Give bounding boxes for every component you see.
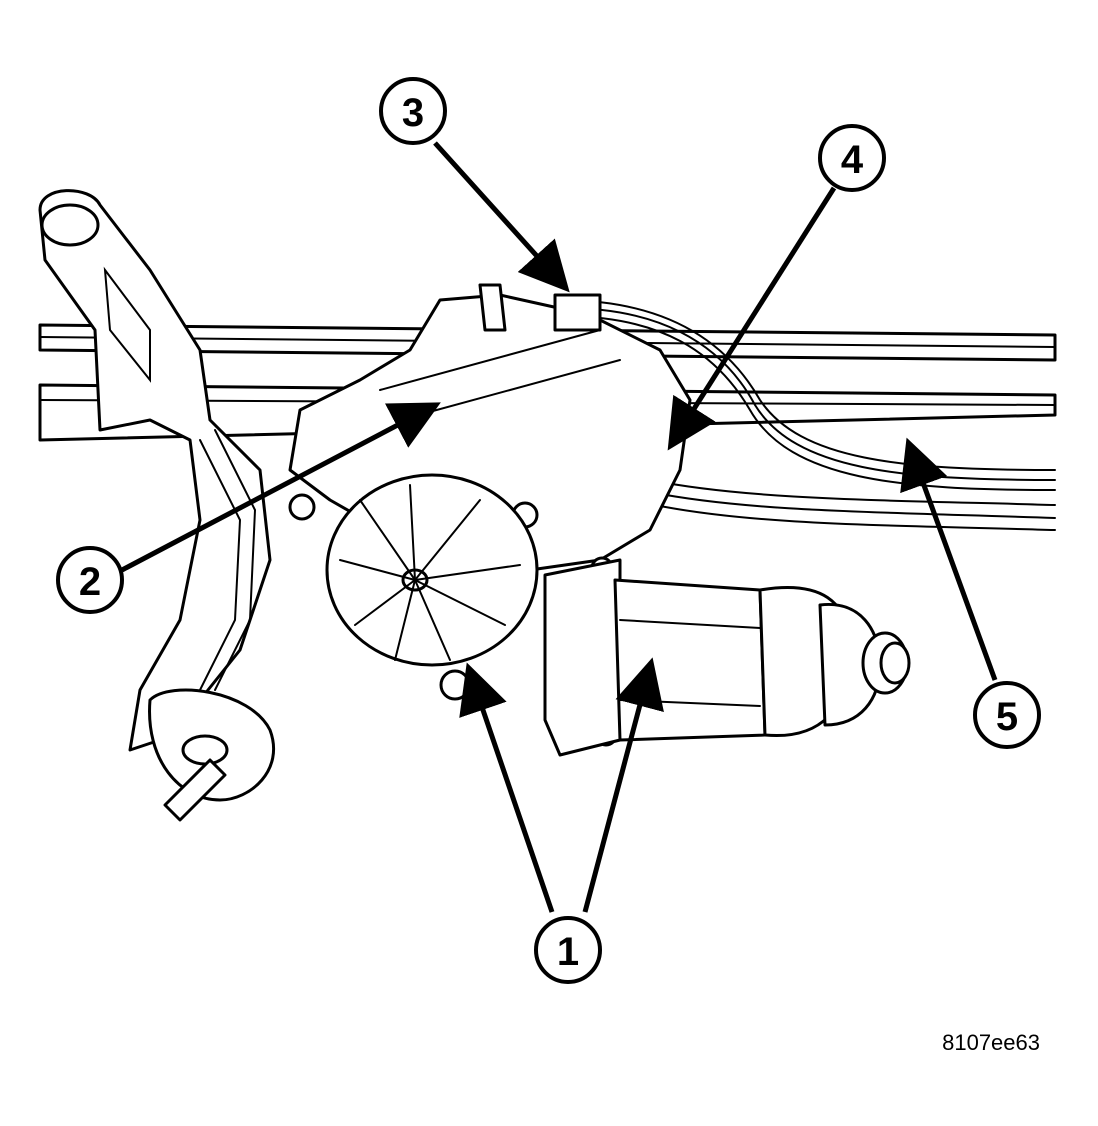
callout-1-label: 1: [557, 930, 579, 974]
leader-4: [667, 186, 837, 451]
callout-5-label: 5: [996, 695, 1018, 739]
callout-3: 3: [379, 77, 447, 145]
leader-1b: [582, 657, 664, 913]
callout-3-label: 3: [402, 91, 424, 135]
leader-lines: [120, 141, 998, 913]
left-bracket: [38, 189, 272, 752]
callout-4-label: 4: [841, 138, 864, 182]
leader-5: [900, 437, 998, 681]
callout-1: 1: [534, 916, 602, 984]
mounting-stud: [148, 688, 276, 822]
leader-2: [120, 402, 441, 573]
drive-gear: [325, 473, 539, 667]
electric-motor: [543, 558, 911, 757]
leader-1a: [459, 662, 555, 913]
callout-2-label: 2: [79, 560, 101, 604]
figure-reference-code: 8107ee63: [942, 1030, 1040, 1055]
callout-5: 5: [973, 681, 1041, 749]
callout-2: 2: [56, 546, 124, 614]
leader-3: [433, 141, 570, 293]
callout-4: 4: [818, 124, 886, 192]
